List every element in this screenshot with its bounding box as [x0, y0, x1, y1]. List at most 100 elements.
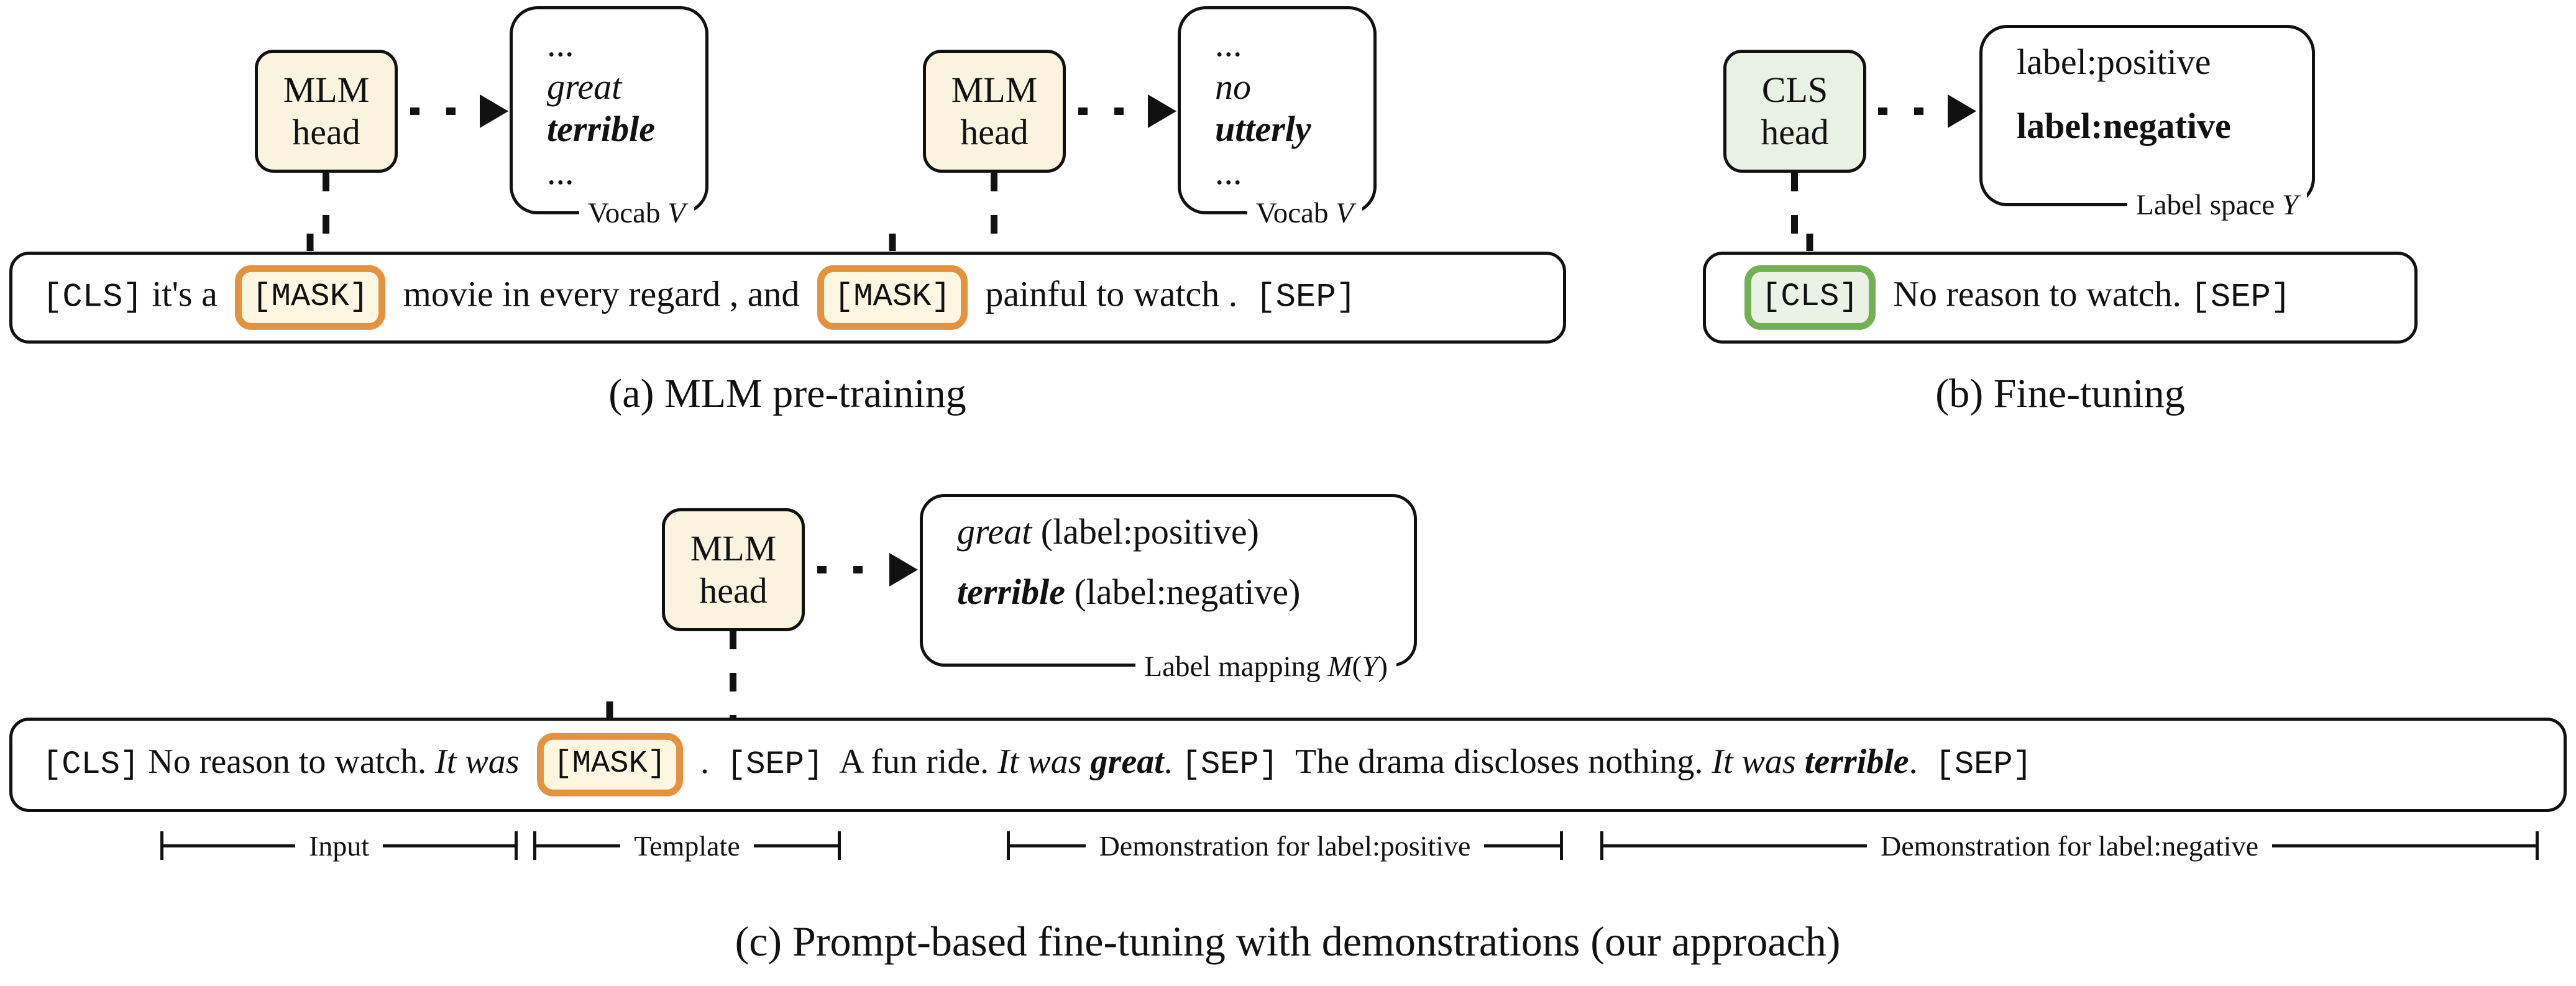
text-segment: label:positive	[2017, 42, 2211, 82]
brace-line	[383, 844, 515, 847]
brace-label: Demonstration for label:negative	[1880, 829, 2259, 862]
dotted-connector-line	[991, 173, 997, 277]
vocab-word: utterly	[1215, 108, 1361, 150]
text-segment: [SEP]	[1181, 746, 1279, 783]
label-space-row: label:negative	[2017, 105, 2293, 147]
label-mapping-corner-label: Label mapping M(Y)	[1135, 650, 1396, 683]
brace-template: Template	[533, 829, 841, 862]
dotted-arrow-line	[1878, 107, 1948, 115]
brace-tick	[533, 831, 536, 860]
brace-label: Template	[634, 829, 740, 862]
vocab-box-corner-label: Vocab V	[579, 196, 694, 230]
label-mapping-box: great (label:positive) terrible (label:n…	[920, 494, 1417, 683]
text-segment: Y	[2281, 189, 2298, 221]
vocab-word: great	[547, 66, 693, 107]
text-segment: No reason to watch.	[139, 742, 436, 781]
brace-tick	[160, 831, 163, 860]
text-segment: great	[1090, 742, 1164, 781]
text-segment: It was	[1712, 742, 1805, 781]
caption-c: (c) Prompt-based fine-tuning with demons…	[735, 918, 1841, 965]
brace-input: Input	[160, 829, 518, 862]
dotted-arrow-line	[817, 566, 889, 573]
mlm-head-label: head	[699, 570, 768, 611]
text-segment: terrible	[957, 572, 1065, 612]
text-segment: [CLS]	[42, 278, 143, 317]
text-segment: painful to watch .	[976, 273, 1256, 314]
text-segment: utterly	[1215, 109, 1311, 150]
text-segment: [SEP]	[1255, 278, 1357, 317]
text-segment: it's a	[142, 273, 227, 314]
arrowhead-icon	[889, 553, 918, 587]
brace-tick	[1560, 831, 1563, 860]
vocab-box-2: ... no utterly ... Vocab V	[1178, 6, 1377, 230]
mlm-head-label: MLM	[951, 69, 1038, 110]
text-segment: great	[547, 66, 622, 107]
text-segment: It was	[435, 742, 528, 781]
text-segment: terrible	[1804, 742, 1909, 781]
arrowhead-icon	[1148, 94, 1176, 128]
brace-demo-negative: Demonstration for label:negative	[1600, 829, 2539, 862]
label-mapping-row: great (label:positive)	[957, 511, 1395, 552]
label-space-box: label:positive label:negative Label spac…	[1979, 25, 2315, 222]
input-sequence-box-c: [CLS] No reason to watch. It was [MASK] …	[9, 718, 2567, 812]
text-segment: no	[1215, 66, 1251, 107]
brace-tick	[838, 831, 841, 860]
vocab-word: terrible	[547, 108, 693, 150]
dotted-arrow-icon	[410, 94, 508, 128]
mlm-head-box-2: MLM head	[923, 50, 1066, 173]
caption-b: (b) Fine-tuning	[1935, 371, 2185, 416]
text-segment: The drama discloses nothing.	[1278, 742, 1712, 781]
brace-line	[2272, 844, 2536, 847]
brace-label: Input	[308, 829, 370, 862]
mlm-head-label: MLM	[283, 69, 370, 110]
dotted-arrow-line	[1078, 107, 1148, 115]
dotted-connector-line	[1791, 173, 1798, 277]
ellipsis: ...	[547, 24, 574, 64]
text-segment: Label space	[2135, 189, 2282, 221]
mask-token-chip: [MASK]	[536, 733, 683, 797]
arrowhead-icon	[1948, 94, 1976, 128]
brace-tick	[1600, 831, 1603, 860]
brace-tick	[515, 831, 518, 860]
dotted-arrow-icon	[1878, 94, 1976, 128]
text-segment: .	[691, 742, 727, 781]
cls-token-chip: [CLS]	[1744, 265, 1876, 331]
vocab-word: no	[1215, 66, 1361, 107]
ellipsis: ...	[1215, 24, 1242, 64]
dotted-arrow-line	[410, 107, 480, 115]
brace-demo-positive: Demonstration for label:positive	[1007, 830, 1563, 862]
text-segment: Label mapping	[1144, 650, 1328, 683]
label-space-row: label:positive	[2017, 41, 2293, 83]
text-segment: A fun ride.	[823, 742, 998, 781]
text-segment: movie in every regard , and	[394, 273, 809, 314]
arrowhead-icon	[480, 94, 508, 128]
brace-line	[1484, 844, 1560, 847]
caption-a: (a) MLM pre-training	[608, 371, 966, 416]
brace-tick	[1007, 831, 1010, 860]
brace-line	[536, 844, 621, 847]
text-segment: V	[1336, 197, 1354, 229]
input-sequence-box-b: [CLS] No reason to watch. [SEP]	[1703, 252, 2418, 344]
ellipsis: ...	[1215, 151, 1242, 192]
dotted-arrow-icon	[1078, 94, 1176, 128]
ellipsis: ...	[547, 151, 574, 192]
vocab-box-corner-label: Vocab V	[1247, 196, 1362, 230]
input-sentence: [CLS] it's a [MASK] movie in every regar…	[42, 265, 1357, 331]
mask-token-chip: [MASK]	[817, 265, 968, 331]
dotted-connector-line	[323, 173, 329, 277]
text-segment: [CLS]	[42, 746, 140, 783]
input-sequence-box-a: [CLS] it's a [MASK] movie in every regar…	[9, 252, 1566, 344]
text-segment: terrible	[547, 109, 655, 150]
text-segment: M	[1327, 650, 1352, 683]
text-segment: [SEP]	[1935, 746, 2032, 783]
text-segment: No reason to watch.	[1884, 273, 2191, 314]
text-segment: Vocab	[1255, 197, 1336, 229]
text-segment: .	[1163, 742, 1181, 781]
brace-line	[753, 844, 838, 847]
brace-tick	[2536, 831, 2539, 860]
brace-line	[1010, 844, 1086, 847]
text-segment: It was	[997, 742, 1091, 781]
mlm-head-box-c: MLM head	[662, 508, 805, 631]
brace-line	[1603, 844, 1867, 847]
input-sentence: [CLS] No reason to watch. [SEP]	[1736, 265, 2291, 331]
